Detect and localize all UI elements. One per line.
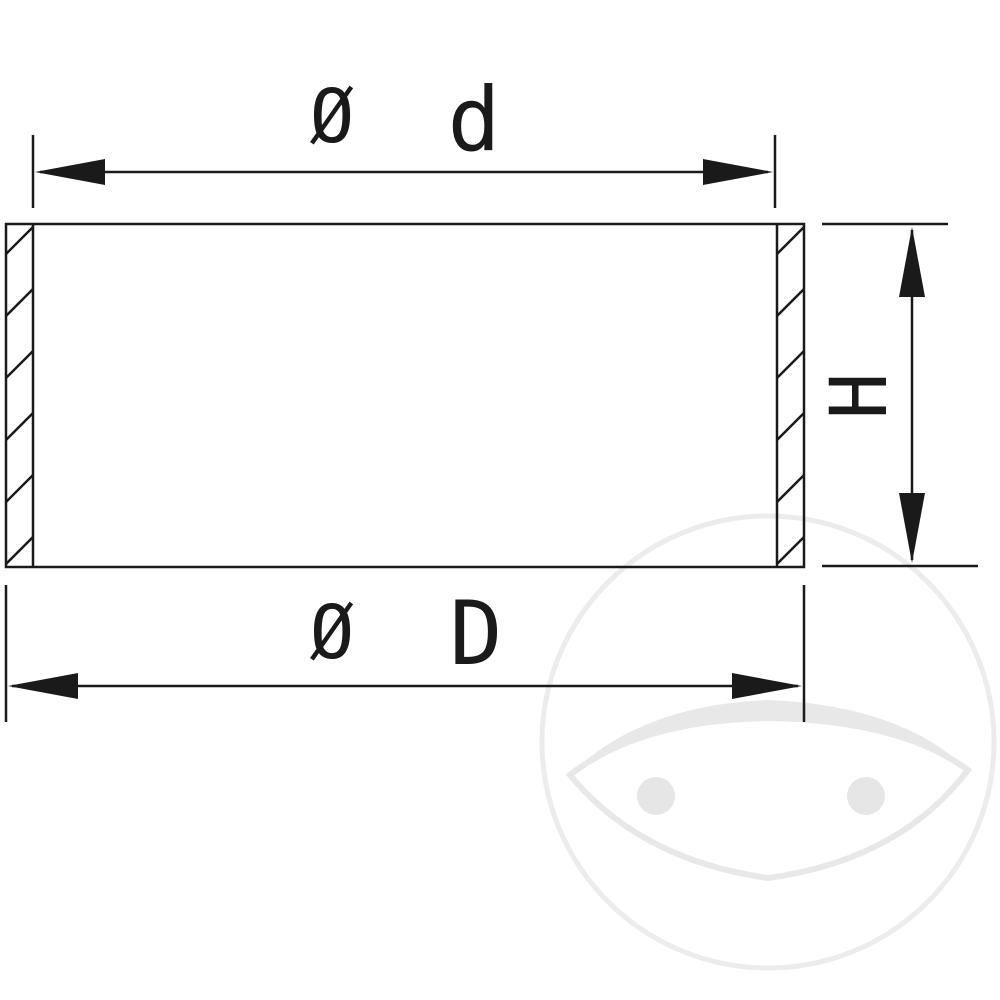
inner-diameter-arrow-left: [35, 159, 105, 185]
height-arrow-bottom: [899, 493, 925, 563]
bushing-section: [4, 222, 806, 569]
outer-outline: [4, 222, 806, 569]
outer-diameter-dimension: [4, 585, 806, 722]
height-dimension: [822, 222, 978, 568]
inner-diameter-arrow-right: [703, 159, 773, 185]
outer-diameter-symbol: Ø: [310, 590, 355, 676]
left-wall-hatching: [6, 225, 33, 566]
right-wall-hatching: [777, 225, 804, 566]
watermark-eye-right: [847, 777, 885, 815]
inner-diameter-dimension: [31, 135, 777, 208]
watermark-logo: [539, 513, 997, 971]
height-arrow-top: [899, 227, 925, 297]
outer-diameter-arrow-left: [8, 673, 78, 699]
inner-diameter-symbol: Ø: [310, 74, 355, 160]
outer-diameter-arrow-right: [732, 673, 802, 699]
height-letter: H: [815, 373, 905, 420]
inner-diameter-letter: d: [448, 68, 501, 171]
outer-diameter-letter: D: [450, 582, 503, 685]
watermark-eye-left: [637, 777, 675, 815]
